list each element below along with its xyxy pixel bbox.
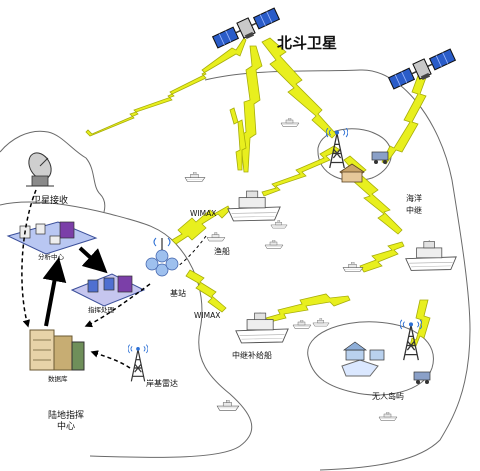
land-command-label-line2: 中心 <box>57 420 75 432</box>
relay-supply-ship-label: 中继补给船 <box>232 350 272 360</box>
small-boat-icon <box>184 172 206 182</box>
wimax-top-label: WIMAX <box>190 209 216 218</box>
diagram-title: 北斗卫星 <box>277 34 337 52</box>
link-arrow <box>84 283 151 328</box>
base-station-icon <box>145 237 179 277</box>
coastline-outline <box>0 201 253 458</box>
lightning-bolt <box>85 37 247 137</box>
small-boat-icon <box>216 400 240 411</box>
command-processing-label: 指挥处理 <box>88 305 115 314</box>
small-boat-icon <box>280 118 300 127</box>
command-processing-icon <box>70 273 146 307</box>
link-arrow <box>78 246 108 274</box>
lightning-bolt <box>239 45 263 173</box>
land-region-outline <box>0 130 106 213</box>
lightning-bolt <box>265 293 351 323</box>
sea-region-outline <box>204 69 471 471</box>
link-arrow <box>177 235 207 267</box>
base-station-label: 基站 <box>170 288 186 298</box>
unmanned-island-outline <box>307 321 434 396</box>
link-arrow <box>21 189 37 328</box>
lightning-bolt <box>171 205 231 245</box>
unmanned-island-building-icon <box>342 341 385 361</box>
small-boat-icon <box>270 220 288 229</box>
lightning-bolt <box>381 69 429 165</box>
lightning-bolt <box>261 145 341 197</box>
small-boat-icon <box>342 262 364 272</box>
unmanned-island-vehicle-icon <box>413 371 431 384</box>
analysis-center-icon <box>6 221 98 255</box>
small-boat-icon <box>264 240 284 249</box>
lightning-bolt <box>359 241 405 273</box>
database-server-icon <box>29 329 85 371</box>
unmanned-island-label: 无人岛屿 <box>372 391 404 401</box>
relay-island-outline <box>317 128 392 182</box>
land-command-label-line1: 陆地指挥 <box>48 409 84 421</box>
link-arrow <box>90 350 131 369</box>
relay-island-vehicle-icon <box>371 151 389 164</box>
small-boat-icon <box>206 232 226 242</box>
lightning-bolt <box>185 269 227 313</box>
link-arrow <box>42 257 67 327</box>
small-boat-icon <box>292 320 312 329</box>
land-links <box>21 189 207 369</box>
relay-island-building-icon <box>339 163 365 183</box>
database-label: 数据库 <box>48 374 68 383</box>
ocean-relay-label-line1: 海洋 <box>406 193 422 203</box>
small-boat-icon <box>312 318 330 327</box>
ocean-relay-label-line2: 中继 <box>406 205 422 215</box>
fishing-boat-label: 渔船 <box>214 246 230 256</box>
wimax-bottom-label: WIMAX <box>194 311 220 320</box>
analysis-center-label: 分析中心 <box>38 252 65 261</box>
coastal-radar-label: 岸基雷达 <box>146 378 178 388</box>
coastal-radar-tower-icon <box>128 344 148 382</box>
ocean-relay-ship-icon <box>405 240 457 271</box>
region-outlines <box>0 69 471 471</box>
lightning-bolt <box>409 299 431 347</box>
small-boat-icon <box>378 412 398 421</box>
lightning-bolt <box>229 107 247 171</box>
satellite-dish-icon <box>26 152 54 187</box>
island-shape-small <box>341 359 379 377</box>
satellite-receive-label: 卫星接收 <box>32 194 68 206</box>
